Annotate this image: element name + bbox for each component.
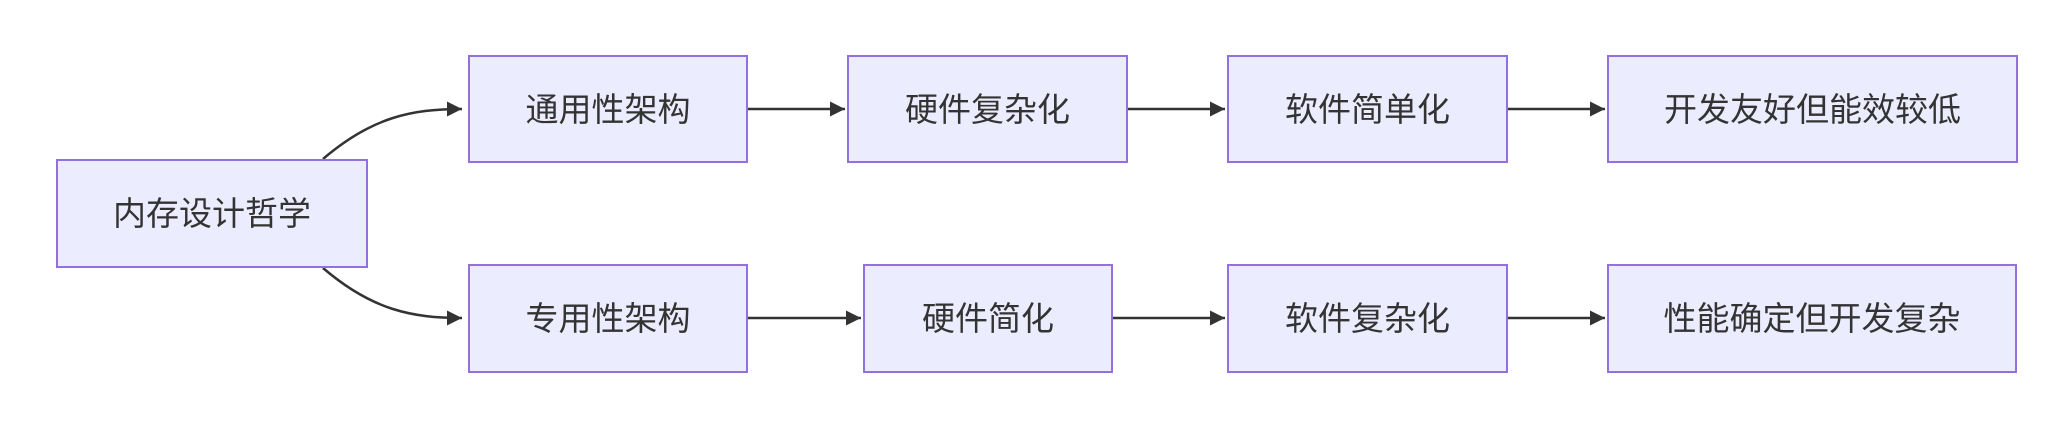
node-label: 性能确定但开发复杂 — [1663, 299, 1961, 338]
edge-root-to-general — [322, 101, 463, 160]
node-general-purpose-architecture: 通用性架构 — [468, 55, 748, 163]
node-hardware-simplification: 硬件简化 — [863, 264, 1113, 373]
node-label: 硬件简化 — [922, 299, 1054, 338]
node-label: 开发友好但能效较低 — [1664, 89, 1961, 129]
node-label: 专用性架构 — [525, 299, 691, 338]
node-software-simplification: 软件简单化 — [1227, 55, 1508, 163]
node-label: 软件简单化 — [1285, 89, 1450, 129]
node-dev-friendly-low-efficiency: 开发友好但能效较低 — [1607, 55, 2018, 163]
node-hardware-complexification: 硬件复杂化 — [847, 55, 1128, 163]
node-software-complexification: 软件复杂化 — [1227, 264, 1508, 373]
node-label: 内存设计哲学 — [113, 194, 311, 233]
node-deterministic-perf-complex-dev: 性能确定但开发复杂 — [1607, 264, 2017, 373]
node-label: 硬件复杂化 — [905, 89, 1070, 129]
node-memory-design-philosophy: 内存设计哲学 — [56, 159, 368, 268]
node-label: 通用性架构 — [525, 89, 691, 129]
node-label: 软件复杂化 — [1285, 299, 1450, 338]
node-special-purpose-architecture: 专用性架构 — [468, 264, 748, 373]
edge-root-to-special — [322, 267, 463, 326]
